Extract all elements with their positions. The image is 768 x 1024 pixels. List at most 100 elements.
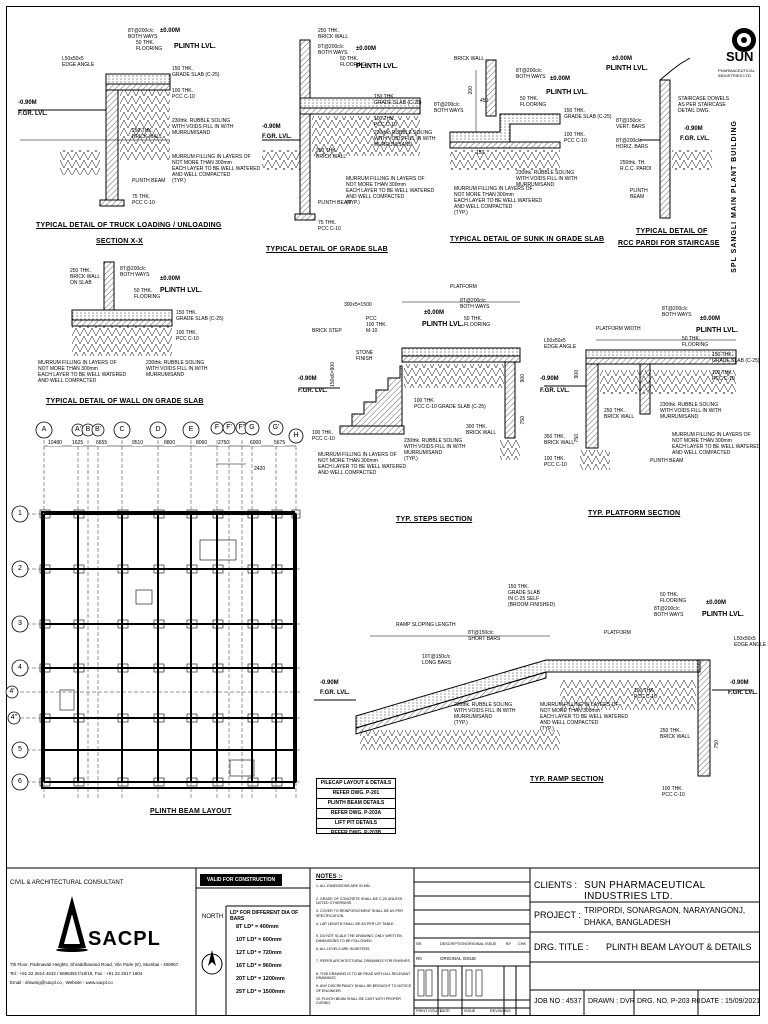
- grade-level: ±0.00M: [356, 46, 376, 52]
- grid-col-6: E: [188, 426, 194, 433]
- ref-4: LIFT PIT DETAILS: [317, 819, 395, 829]
- note-2: 3. COVER TO REINFORCEMENT SHALL BE AS PE…: [316, 909, 403, 918]
- rev-header-0: PRINT ISSUED: [416, 1009, 443, 1013]
- rev-col-1: DESCRIPTION: [440, 942, 466, 946]
- steps-wall: 300 THK. BRICK WALL: [466, 424, 497, 436]
- steps-slab: 100 THK. PCC C-10 GRADE SLAB (C-25): [414, 398, 486, 410]
- vertical-text: SPL SANGLI MAIN PLANT BUILDING: [731, 120, 738, 273]
- platform-plinth: PLINTH LVL.: [696, 327, 738, 334]
- grid-col-3: B': [94, 426, 101, 433]
- truck-slab: 150 THK. GRADE SLAB (C-25): [172, 66, 220, 78]
- ramp-wall: 250 THK. BRICK WALL: [660, 728, 691, 740]
- truck-murrum: MURRUM FILLING IN LAYERS OF NOT MORE THA…: [172, 154, 261, 184]
- grade-fgr: F.GR. LVL.: [262, 134, 292, 140]
- titleblock-lines: [6, 867, 760, 1016]
- drg-title-label: DRG. TITLE :: [534, 942, 589, 952]
- grid-row-1: 2: [18, 565, 22, 572]
- sunk-title: TYPICAL DETAIL OF SUNK IN GRADE SLAB: [450, 236, 605, 243]
- drawn-by: DRAWN : DVR: [588, 998, 635, 1005]
- truck-bars: 8T@200c/c BOTH WAYS: [128, 28, 158, 40]
- grid-row-3: 4: [18, 664, 22, 671]
- ref-1: REFER DWG. P-201: [317, 789, 395, 799]
- truck-edge: L50x50x5 EDGE ANGLE: [62, 56, 95, 68]
- truck-fgr: F.GR. LVL.: [18, 111, 48, 117]
- truck-pcc: 100 THK. PCC C-10: [172, 88, 195, 100]
- plan-lines: [5, 420, 304, 800]
- plan-title: PLINTH BEAM LAYOUT: [150, 808, 232, 815]
- grade-title: TYPICAL DETAIL OF GRADE SLAB: [266, 246, 388, 253]
- sunk-d150: 150: [476, 150, 485, 156]
- note-3: 4. LAP LENGTH SHALL BE AS PER LD* TABLE.: [316, 921, 395, 926]
- sun-logo-sub: PHARMACEUTICAL INDUSTRIES LTD.: [718, 68, 755, 78]
- ramp-slab: 150 THK. GRADE SLAB IN C-25 SELF (BROOM …: [508, 584, 555, 608]
- project-label: PROJECT :: [534, 910, 581, 920]
- platform-title: TYP. PLATFORM SECTION: [588, 510, 681, 517]
- steps-tread: 300x5=1500: [344, 302, 372, 308]
- steps-lines: [300, 301, 521, 460]
- wall-slab: 150 THK. GRADE SLAB (C-25): [176, 310, 224, 322]
- ramp-pcc2: 100 THK. PCC C-10: [662, 786, 685, 798]
- grid-col-1: A': [74, 426, 81, 433]
- sunk-pcc: 100 THK. PCC C-10: [564, 132, 587, 144]
- platform-slab: 150 THK. GRADE SLAB (C-25): [712, 352, 760, 364]
- wall-level: ±0.00M: [160, 276, 180, 282]
- ramp-title: TYP. RAMP SECTION: [530, 776, 604, 783]
- grid-col-4: C: [119, 426, 125, 433]
- platform-rubble: 230thk. RUBBLE SOLING WITH VOIDS FILL IN…: [660, 402, 722, 420]
- ramp-platform: PLATFORM: [604, 630, 631, 636]
- pardi-fgr: F.GR. LVL.: [680, 136, 710, 142]
- steps-bars: 8T@200c/c BOTH WAYS: [460, 298, 490, 310]
- steps-step: BRICK STEP: [312, 328, 342, 334]
- platform-bars: 8T@200c/c BOTH WAYS: [662, 306, 692, 318]
- truck-level: ±0.00M: [160, 28, 180, 34]
- wall-plinth: PLINTH LVL.: [160, 287, 202, 294]
- note-0: 1. ALL DIMENSIONS ARE IN MM.: [316, 884, 371, 888]
- ramp-plinth: PLINTH LVL.: [702, 611, 744, 618]
- grade-wall: 250 THK. BRICK WALL: [318, 28, 349, 40]
- sunk-slab: 150 THK. GRADE SLAB (C-25): [564, 108, 612, 120]
- drawing-sheet: [6, 6, 760, 1016]
- steps-murrum: MURRUM FILLING IN LAYERS OF NOT MORE THA…: [318, 452, 407, 476]
- ramp-murrum: MURRUM FILLING IN LAYERS OF NOT MORE THA…: [540, 702, 629, 732]
- platform-lines: [544, 339, 737, 470]
- north-label: NORTH: [202, 914, 224, 920]
- rev-col-3: BY: [506, 942, 512, 946]
- grid-row-4: 4': [9, 688, 15, 695]
- note-6: 7. REFER ARCHITECTURAL DRAWINGS FOR FINI…: [316, 959, 411, 963]
- wall-bars: 8T@200c/c BOTH WAYS: [120, 266, 150, 278]
- ramp-bars: 8T@200c/c BOTH WAYS: [654, 606, 684, 618]
- pardi-level: ±0.00M: [612, 56, 632, 62]
- wall-flooring: 50 THK. FLOORING: [134, 288, 161, 300]
- grid-col-11: G': [272, 424, 280, 431]
- ramp-flooring: 50 THK. FLOORING: [660, 592, 687, 604]
- rev-header-3: REVISIONS: [490, 1009, 511, 1013]
- address-3: Email : drawing@sacpl.co , Website : www…: [10, 980, 113, 985]
- ld-title: LD* FOR DIFFERENT DIA OF BARS: [230, 910, 299, 922]
- consultant-label: CIVIL & ARCHITECTURAL CONSULTANT: [10, 880, 124, 886]
- sunk-plinth: PLINTH LVL.: [546, 89, 588, 96]
- steps-platform: PLATFORM: [450, 284, 477, 290]
- grid-spacing-6: 2750: [218, 440, 230, 446]
- platform-wall: 250 THK. BRICK WALL: [604, 408, 635, 420]
- wall-wall: 250 THK. BRICK WALL ON SLAB: [70, 268, 101, 286]
- truck-wall: 250 THK. BRICK WALL: [132, 128, 163, 140]
- grade-fgr-level: -0.90M: [262, 124, 281, 130]
- sunk-d450: 450: [480, 98, 489, 104]
- plan-spacing2: 2420: [254, 466, 266, 472]
- grid-spacing-3: 9510: [132, 440, 144, 446]
- note-7: 8. THIS DRAWING IS TO BE READ WITH ALL R…: [316, 971, 411, 981]
- ramp-long: 10T@150c/c LONG BARS: [422, 654, 452, 666]
- client-label: CLIENTS :: [534, 880, 578, 890]
- ld-row-3: 16T LD* = 960mm: [236, 963, 282, 969]
- grid-spacing-2: 6655: [96, 440, 108, 446]
- ramp-lines: [314, 635, 752, 777]
- company-name: SACPL: [88, 928, 161, 950]
- plan-refs: PILECAP LAYOUT & DETAILS REFER DWG. P-20…: [316, 778, 396, 836]
- steps-rubble: 230thk. RUBBLE SOLING WITH VOIDS FILL IN…: [404, 438, 466, 462]
- platform-murrum: MURRUM FILLING IN LAYERS OF NOT MORE THA…: [672, 432, 761, 456]
- platform-d900: 900: [574, 370, 580, 379]
- grid-spacing-8: 5675: [274, 440, 286, 446]
- ref-0: PILECAP LAYOUT & DETAILS: [317, 779, 395, 789]
- steps-fgr-level: -0.90M: [298, 376, 317, 382]
- note-5: 6. ALL LEVELS ARE IN METERS.: [316, 946, 371, 951]
